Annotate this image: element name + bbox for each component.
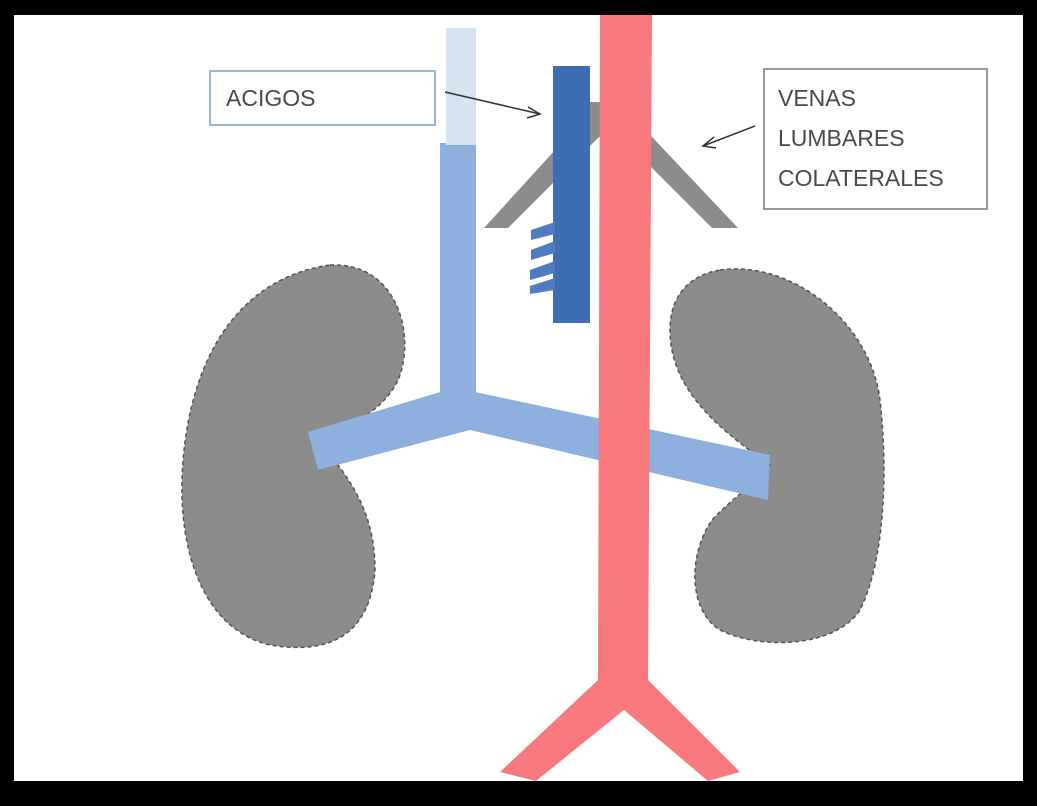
acigos-label: ACIGOS	[226, 85, 315, 111]
inferior-vena-cava	[440, 143, 476, 408]
venas-label-line-2: LUMBARES	[778, 125, 905, 151]
venas-label-line-3: COLATERALES	[778, 165, 944, 191]
inferior-vena-cava-upper	[446, 28, 476, 145]
azygos-vein	[553, 66, 590, 323]
venas-label-line-1: VENAS	[778, 85, 856, 111]
